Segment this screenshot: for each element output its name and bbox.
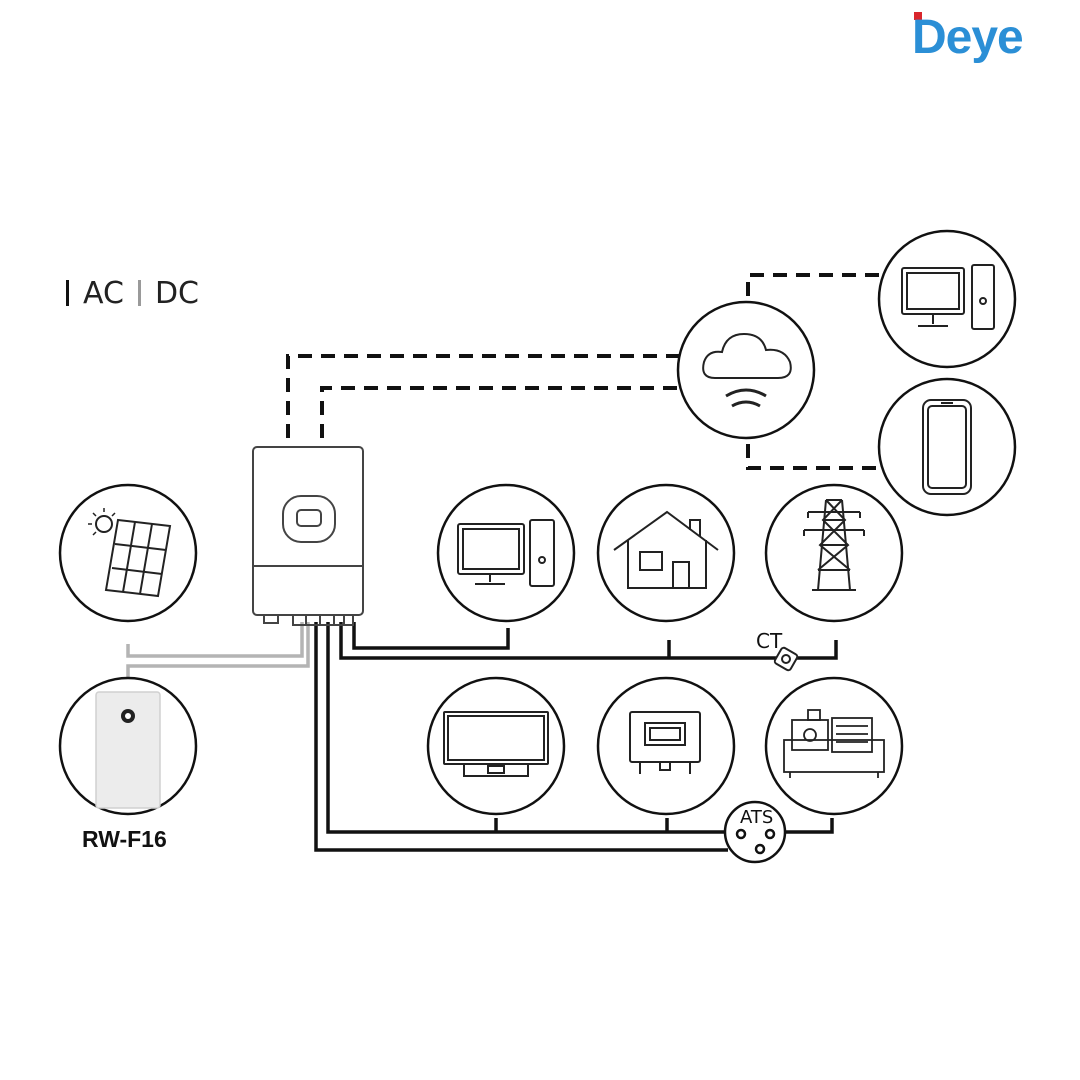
inverter-icon <box>252 446 364 626</box>
line-legend: AC DC <box>66 276 199 311</box>
ats-label: ATS <box>740 807 773 828</box>
ats-switch-icon <box>723 800 787 864</box>
ac-line-ats-out <box>314 622 728 852</box>
comm-line-phone <box>746 444 880 470</box>
grid-tower-icon <box>803 499 865 591</box>
ac-line-load <box>352 622 510 650</box>
comm-line-2 <box>320 386 680 438</box>
dc-line-battery <box>126 622 310 678</box>
logo-text: Deye <box>912 11 1024 64</box>
deye-logo: Deye <box>912 10 1062 70</box>
dc-lines <box>126 622 310 678</box>
ac-swatch <box>66 280 69 306</box>
generator-icon <box>783 709 885 778</box>
house-circle <box>596 483 736 623</box>
comm-line-1 <box>286 354 680 438</box>
ac-lines <box>314 622 838 852</box>
battery-icon <box>95 691 161 809</box>
dc-line-solar <box>126 622 304 658</box>
logo-red-mark <box>914 12 922 20</box>
smartphone-icon <box>922 399 972 495</box>
battery-model-label: RW-F16 <box>82 826 167 852</box>
grid-circle <box>764 483 904 623</box>
ct-label: CT <box>756 629 783 653</box>
tv-icon <box>443 711 549 777</box>
smart-meter-icon <box>629 711 701 774</box>
generator-circle <box>764 676 904 816</box>
ac-line-generator <box>782 818 834 834</box>
smartphone-circle <box>877 377 1017 517</box>
legend-ac: AC <box>83 276 124 311</box>
solar-panel-icon <box>88 508 172 598</box>
house-icon <box>613 510 719 589</box>
ac-line-grid <box>339 622 838 660</box>
dc-swatch <box>137 280 141 306</box>
cloud-wifi-icon <box>702 332 792 408</box>
legend-dc: DC <box>154 276 200 311</box>
ac-line-gen-port <box>326 622 728 834</box>
computer-load-icon <box>457 519 555 587</box>
pc-monitor-icon <box>901 264 995 330</box>
cloud-circle <box>676 300 816 440</box>
comm-line-pc <box>746 273 880 296</box>
ct-clamp-icon <box>773 646 799 672</box>
comm-lines <box>286 273 880 470</box>
